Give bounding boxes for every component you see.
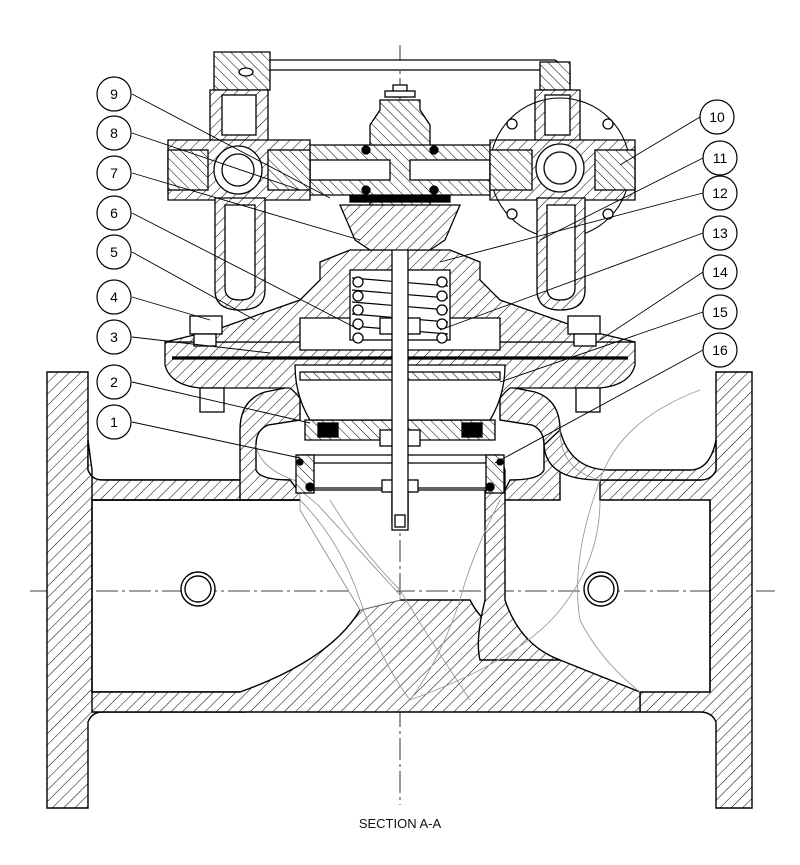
callout-bubble-13: [702, 215, 738, 251]
leader-lines: [131, 93, 704, 464]
callout-8: 8: [110, 125, 118, 141]
callout-13: 13: [712, 225, 728, 241]
callout-bubble-6: [96, 195, 132, 231]
body-bonnet-neck-left: [239, 384, 307, 501]
body-upper-right: [543, 428, 717, 481]
valve-body: [46, 371, 753, 809]
callout-1: 1: [110, 414, 118, 430]
callout-16: 16: [712, 342, 728, 358]
pilot-assembly: [213, 51, 571, 251]
bolt-right: [567, 315, 601, 335]
callout-bubble-7: [96, 155, 132, 191]
callout-15: 15: [712, 304, 728, 320]
section-caption: SECTION A-A: [359, 816, 442, 831]
right-control-valve: [489, 89, 636, 311]
callout-11: 11: [713, 150, 728, 166]
callout-bubble-8: [96, 115, 132, 151]
callout-7: 7: [110, 165, 118, 181]
left-control-valve: [167, 89, 311, 311]
callout-labels: 9 8 7 6 5 4 3 2 1 10 11 12 13 14 15 16: [110, 86, 728, 430]
callout-bubbles: [96, 76, 738, 440]
callout-bubble-3: [96, 319, 132, 355]
callout-bubble-9: [96, 76, 132, 112]
callout-10: 10: [709, 109, 725, 125]
callout-bubble-12: [702, 175, 738, 211]
callout-bubble-4: [96, 279, 132, 315]
callout-3: 3: [110, 329, 118, 345]
callout-2: 2: [110, 374, 118, 390]
callout-5: 5: [110, 244, 118, 260]
body-partition: [477, 489, 561, 661]
port-holes: [180, 571, 619, 607]
callout-12: 12: [712, 185, 728, 201]
callout-14: 14: [712, 264, 728, 280]
callout-bubble-2: [96, 364, 132, 400]
callout-bubble-14: [702, 254, 738, 290]
callout-bubble-10: [699, 99, 735, 135]
callout-6: 6: [110, 205, 118, 221]
right-flange: [599, 371, 753, 809]
callout-9: 9: [110, 86, 118, 102]
callout-bubble-5: [96, 234, 132, 270]
callout-bubble-15: [702, 294, 738, 330]
callout-4: 4: [110, 289, 118, 305]
body-partition-left: [299, 489, 401, 611]
callout-bubble-16: [702, 332, 738, 368]
callout-bubble-1: [96, 404, 132, 440]
profile-lines: [255, 389, 701, 701]
callout-bubble-11: [702, 140, 738, 176]
body-bonnet-neck-right: [498, 384, 561, 501]
